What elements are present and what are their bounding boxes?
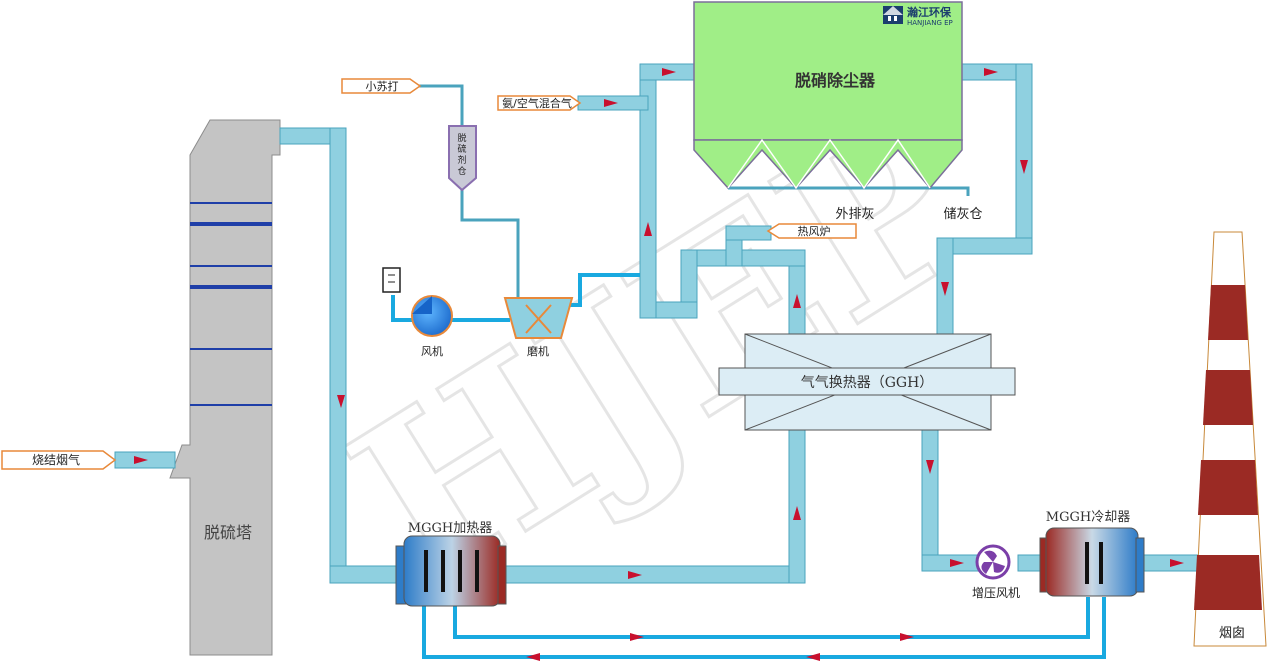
fan: 风机 — [411, 295, 453, 358]
fan-label: 风机 — [421, 344, 443, 358]
silo-label: 脱硫剂仓 — [457, 132, 466, 177]
ggh-label: 气气换热器（GGH） — [801, 374, 934, 391]
input-tag-sinter-gas: 烧结烟气 — [1, 450, 117, 470]
thin-feed-pipes — [418, 84, 970, 298]
ggh-heat-exchanger: 气气换热器（GGH） — [718, 333, 1016, 431]
sorbent-silo: 脱硫剂仓 — [448, 125, 477, 192]
thin-pipes — [391, 273, 1106, 659]
svg-text:热风炉: 热风炉 — [798, 225, 831, 238]
input-tag-soda: 小苏打 — [341, 78, 422, 94]
mggh-heater-label: MGGH加热器 — [408, 521, 492, 536]
flow-arrows — [134, 68, 1184, 661]
booster-fan-label: 增压风机 — [972, 586, 1020, 600]
svg-text:氨/空气混合气: 氨/空气混合气 — [502, 96, 572, 110]
mggh-cooler: MGGH冷却器 — [1039, 510, 1145, 597]
denitration-filter: 脱硝除尘器 瀚江环保 HANJIANG EP — [693, 1, 963, 190]
svg-text:烧结烟气: 烧结烟气 — [32, 452, 80, 467]
brand-name: 瀚江环保 — [907, 5, 952, 19]
ash-silo-label: 储灰仓 — [943, 207, 982, 222]
mill-label: 磨机 — [527, 344, 549, 358]
input-tag-hot-stove: 热风炉 — [766, 223, 857, 239]
filter-icon — [382, 267, 401, 293]
mggh-cooler-label: MGGH冷却器 — [1046, 510, 1130, 525]
input-tag-ammonia-air: 氨/空气混合气 — [497, 95, 582, 111]
chimney: 烟囱 — [1193, 231, 1267, 647]
svg-text:小苏打: 小苏打 — [366, 79, 399, 93]
chimney-label: 烟囱 — [1219, 626, 1245, 641]
tower-label: 脱硫塔 — [204, 523, 252, 542]
brand-sub: HANJIANG EP — [907, 19, 953, 27]
brand-logo: 瀚江环保 HANJIANG EP — [883, 5, 953, 27]
desulfurization-tower: 脱硫塔 — [169, 119, 281, 656]
booster-fan: 增压风机 — [972, 544, 1020, 600]
ash-out-label: 外排灰 — [835, 207, 874, 222]
filter-label: 脱硝除尘器 — [795, 71, 876, 90]
mill: 磨机 — [503, 297, 574, 358]
mggh-heater: MGGH加热器 — [395, 521, 507, 607]
